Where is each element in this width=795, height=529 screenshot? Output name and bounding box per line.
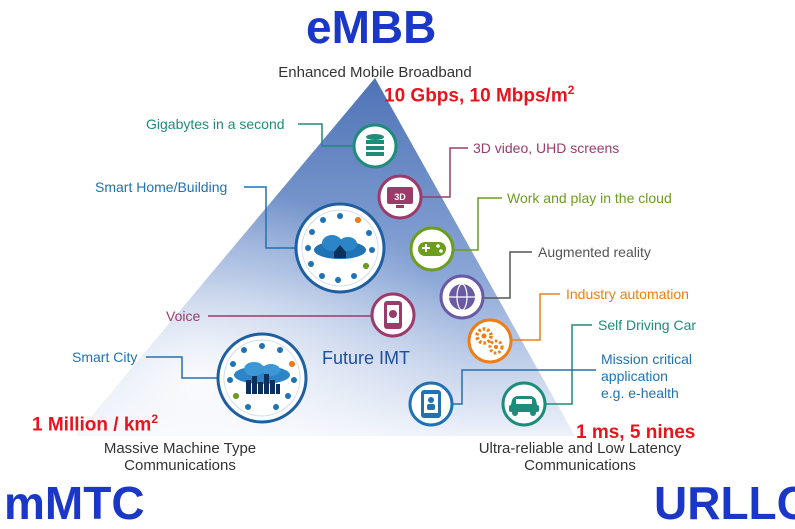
label-industry: Industry automation xyxy=(566,286,689,302)
connector-gigabytes xyxy=(298,123,354,147)
label-smart-city: Smart City xyxy=(72,349,138,365)
3d-icon-text: 3D xyxy=(394,192,406,202)
label-voice: Voice xyxy=(166,308,201,324)
label-mission-line1: Mission critical xyxy=(601,351,693,367)
label-mission-line3: e.g. e-health xyxy=(601,384,679,401)
augmented-reality-icon xyxy=(439,274,485,320)
label-mission-line2: application xyxy=(601,367,668,384)
future-imt-label: Future IMT xyxy=(322,348,410,368)
mmtc-metric: 1 Million / km2 xyxy=(32,412,158,436)
connector-industry xyxy=(512,293,560,341)
mmtc-metric-text: 1 Million / km xyxy=(32,414,152,436)
urllc-subtitle: Ultra-reliable and Low Latency Communica… xyxy=(445,440,715,475)
label-ar: Augmented reality xyxy=(538,244,651,260)
embb-title: eMBB xyxy=(306,1,437,53)
mmtc-metric-sup: 2 xyxy=(151,412,158,426)
label-gigabytes: Gigabytes in a second xyxy=(146,116,285,132)
label-video: 3D video, UHD screens xyxy=(473,140,620,156)
gears-icon xyxy=(467,318,513,364)
smartphone-icon xyxy=(370,292,416,338)
connector-smart-home xyxy=(244,186,296,249)
connector-mission xyxy=(452,369,596,405)
connector-smart-city xyxy=(146,356,220,379)
car-icon xyxy=(501,381,547,427)
mmtc-subtitle: Massive Machine Type Communications xyxy=(60,440,300,475)
mmtc-title: mMTC xyxy=(4,477,145,529)
ehealth-tablet-icon xyxy=(408,381,454,427)
connector-video xyxy=(421,147,468,198)
database-icon xyxy=(352,123,398,169)
smart-home-icon xyxy=(294,202,386,294)
gamepad-icon xyxy=(409,226,455,272)
embb-metric-text: 10 Gbps, 10 Mbps/m xyxy=(384,85,568,107)
label-cloud: Work and play in the cloud xyxy=(507,190,672,206)
urllc-metric: 1 ms, 5 nines xyxy=(576,422,696,443)
connector-cloud xyxy=(453,197,502,251)
embb-metric: 10 Gbps, 10 Mbps/m2 xyxy=(384,83,574,107)
label-self-driving: Self Driving Car xyxy=(598,317,697,333)
smart-city-icon xyxy=(216,332,308,424)
uhd-screen-icon: 3D xyxy=(377,174,423,220)
urllc-subtitle-line2: Communications xyxy=(524,457,636,475)
label-smart-home: Smart Home/Building xyxy=(95,179,228,195)
connector-ar xyxy=(484,251,532,299)
label-mission-critical: Mission critical application e.g. e-heal… xyxy=(601,351,692,401)
connector-self-driving xyxy=(545,324,592,405)
embb-metric-sup: 2 xyxy=(567,83,575,97)
urllc-subtitle-line1: Ultra-reliable and Low Latency xyxy=(478,440,682,457)
mmtc-subtitle-line2: Communications xyxy=(124,457,236,475)
mmtc-subtitle-line1: Massive Machine Type xyxy=(103,440,257,457)
urllc-title: URLLC xyxy=(654,477,795,529)
embb-subtitle: Enhanced Mobile Broadband xyxy=(278,64,472,81)
